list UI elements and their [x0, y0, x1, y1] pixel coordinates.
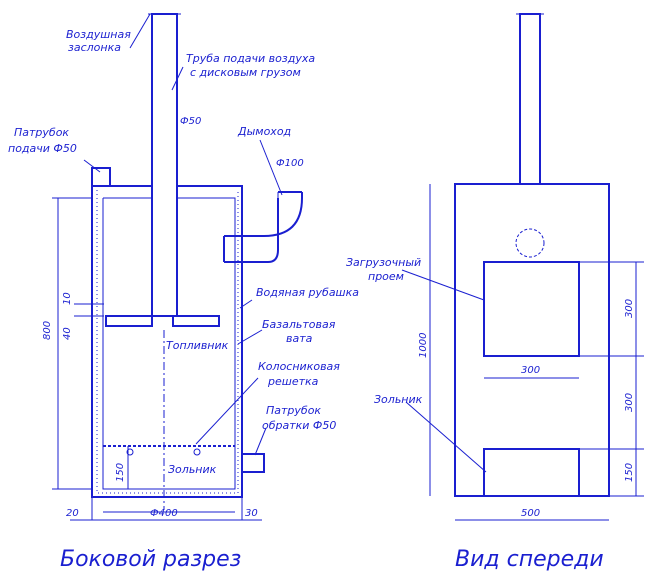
dim-door-w: 300: [521, 365, 540, 376]
leader-damper: [129, 13, 151, 49]
leader-inlet: [83, 159, 101, 173]
side-inner-wall: [102, 197, 236, 490]
return-nozzle: [241, 453, 265, 473]
load-door: [483, 261, 580, 357]
dim-right: 30: [245, 508, 258, 519]
disk-weight-left: [105, 315, 153, 327]
dim-gap: 300: [624, 393, 635, 412]
leader-pipe: [171, 66, 184, 91]
label-inlet-1: Патрубок: [14, 126, 69, 139]
leader-ash-door: [405, 401, 487, 473]
leader-grate: [195, 377, 259, 445]
leader-chimney: [259, 139, 283, 196]
caption-side: Боковой разрез: [60, 547, 241, 572]
label-chimney: Дымоход: [237, 125, 291, 138]
air-pipe: [151, 13, 178, 317]
label-firebox: Топливник: [166, 339, 229, 352]
chimney-elbow: [223, 191, 303, 263]
leader-basalt: [237, 329, 263, 345]
front-view: Загрузочный проем Зольник 1000 300 300 1…: [346, 13, 644, 572]
label-ashpit-side: Зольник: [168, 463, 217, 476]
label-grate-2: решетка: [267, 375, 319, 388]
grate-hole-right: [193, 448, 201, 456]
front-chimney: [519, 13, 541, 185]
label-air-pipe-2: с дисковым грузом: [190, 66, 301, 79]
front-vent-circle: [515, 228, 545, 258]
dim-front-width: 500: [521, 508, 540, 519]
dim-left: 20: [66, 508, 79, 519]
label-pipe-dia: Ф50: [180, 116, 201, 127]
side-section: Воздушная заслонка Труба подачи воздуха …: [8, 13, 359, 572]
label-air-damper-2: заслонка: [68, 41, 121, 54]
label-air-damper-1: Воздушная: [66, 28, 131, 41]
dim-10: 10: [62, 292, 73, 305]
label-load-door-2: проем: [368, 270, 404, 283]
dim-40: 40: [62, 327, 73, 340]
label-ash-door: Зольник: [374, 393, 423, 406]
dim-width-side: Ф400: [150, 508, 178, 519]
label-load-door-1: Загрузочный: [346, 256, 421, 269]
leader-jacket: [239, 299, 253, 309]
leader-load-door: [401, 269, 485, 301]
dim-ash-h: 150: [624, 463, 635, 482]
dim-height: 800: [42, 321, 53, 340]
label-return-2: обратки Ф50: [262, 419, 336, 432]
label-return-1: Патрубок: [266, 404, 321, 417]
label-grate-1: Колосниковая: [258, 360, 340, 373]
leader-return: [254, 427, 267, 456]
ash-door: [483, 448, 580, 497]
label-inlet-2: подачи Ф50: [8, 142, 77, 155]
disk-weight-right: [172, 315, 220, 327]
dim-door-h: 300: [624, 299, 635, 318]
label-chimney-dia: Ф100: [276, 158, 304, 169]
label-water-jacket: Водяная рубашка: [256, 286, 359, 299]
caption-front: Вид спереди: [455, 547, 604, 572]
label-basalt-1: Базальтовая: [262, 318, 336, 331]
dim-150-side: 150: [115, 463, 126, 482]
grate-hole-left: [126, 448, 134, 456]
label-basalt-2: вата: [286, 332, 313, 345]
inlet-nozzle: [91, 167, 111, 187]
label-air-pipe-1: Труба подачи воздуха: [186, 52, 315, 65]
dim-front-height: 1000: [418, 333, 429, 358]
